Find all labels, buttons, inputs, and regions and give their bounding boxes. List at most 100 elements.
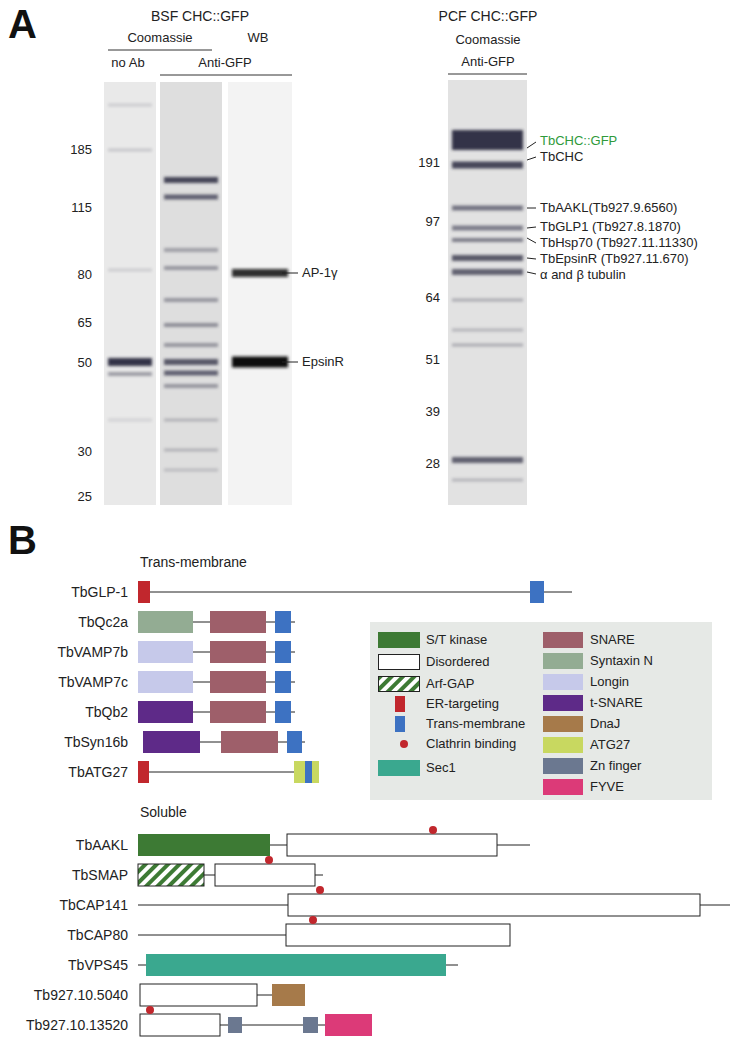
gel-band (108, 372, 152, 376)
mw-marker: 97 (426, 215, 440, 230)
legend-swatch (543, 695, 583, 711)
protein-name: TbATG27 (68, 764, 128, 780)
gel-lane (104, 82, 156, 505)
domain-box (221, 731, 278, 753)
legend-swatch (543, 716, 583, 732)
gel-band (164, 343, 218, 347)
gel-band (452, 255, 523, 261)
gel-band (232, 357, 288, 368)
legend-text: SNARE (590, 633, 635, 648)
domain-architecture (138, 581, 730, 1036)
legend-swatch (395, 696, 405, 712)
gel-band (452, 329, 523, 332)
legend-swatch (543, 737, 583, 753)
mw-marker: 30 (78, 445, 92, 460)
domain-box (140, 984, 257, 1006)
domain-box (287, 834, 497, 856)
mw-marker: 185 (70, 143, 92, 158)
protein-name: TbCAP141 (60, 897, 128, 913)
clathrin-binding-dot (309, 916, 317, 924)
legend-text: t-SNARE (590, 696, 643, 711)
gel-band (108, 149, 152, 152)
domain-box (275, 611, 291, 633)
gel-band (164, 384, 218, 388)
gel-lane (448, 80, 527, 505)
gel-band (452, 457, 523, 463)
legend-text: ATG27 (590, 738, 630, 753)
leader-line (527, 272, 536, 274)
domain-box (210, 641, 266, 663)
protein-name: TbQc2a (78, 614, 128, 630)
gel-band (164, 195, 218, 200)
clathrin-binding-dot (316, 886, 324, 894)
backbone-line (257, 995, 272, 996)
panel-label: A (8, 1, 37, 47)
backbone-line (138, 592, 572, 593)
legend-text: Clathrin binding (426, 737, 516, 752)
legend-swatch (395, 716, 405, 732)
domain-box (288, 894, 700, 916)
domain-box (286, 924, 510, 946)
mw-marker: 50 (78, 356, 92, 371)
domain-box (228, 1017, 242, 1033)
gel-band (232, 269, 288, 277)
legend-swatch (378, 632, 420, 648)
gel-band (108, 104, 152, 107)
gel-lane (228, 82, 292, 505)
gel-band (452, 206, 523, 211)
gel-band (164, 298, 218, 302)
gel-band (452, 162, 523, 169)
legend-text: Longin (590, 675, 629, 690)
band-label: TbCHC::GFP (540, 134, 617, 149)
leader-line (527, 157, 536, 160)
domain-box (305, 761, 312, 783)
domain-box (138, 581, 150, 603)
mw-marker: 25 (78, 490, 92, 505)
legend-text: Zn finger (590, 759, 641, 774)
domain-box (275, 671, 291, 693)
mw-marker: 28 (426, 457, 440, 472)
mw-marker: 80 (78, 268, 92, 283)
protein-name: Tb927.10.13520 (26, 1017, 128, 1033)
legend-swatch-fill (379, 677, 420, 692)
gel-band (164, 419, 218, 422)
domain-box (138, 864, 204, 886)
mw-marker: 39 (426, 405, 440, 420)
gel-band (108, 269, 152, 272)
header-rule (108, 50, 212, 51)
domain-box (138, 761, 149, 783)
leader-line (282, 362, 298, 363)
leader-line (527, 142, 536, 148)
protein-name: TbCAP80 (67, 927, 128, 943)
domain-box (210, 611, 266, 633)
domain-box (215, 864, 315, 886)
leader-line (282, 273, 298, 274)
header-rule (160, 75, 292, 76)
domain-box (303, 1017, 318, 1033)
gel-band (452, 344, 523, 347)
header-rule (448, 74, 527, 75)
protein-name: TbVPS45 (68, 957, 128, 973)
domain-box (146, 954, 446, 976)
gel-band (452, 226, 523, 231)
gel-header: BSF CHC::GFP (151, 8, 249, 24)
legend-text: Sec1 (426, 761, 456, 776)
legend-swatch (378, 760, 420, 776)
lane-label: Anti-GFP (461, 55, 514, 70)
legend-text: Syntaxin N (590, 654, 653, 669)
domain-box (138, 701, 193, 723)
mw-marker: 64 (426, 291, 440, 306)
protein-name: Tb927.10.5040 (34, 987, 128, 1003)
protein-name: TbSyn16b (64, 734, 128, 750)
section-heading: Soluble (140, 804, 187, 820)
gel-band (164, 371, 218, 376)
legend-text: Arf-GAP (426, 677, 474, 692)
leader-line (527, 258, 536, 259)
legend-text: Trans-membrane (426, 717, 525, 732)
legend-panel (370, 622, 712, 800)
gel-band (452, 238, 523, 242)
domain-box (325, 1014, 372, 1036)
gel-band (164, 359, 218, 365)
domain-box (294, 761, 319, 783)
clathrin-binding-dot (146, 1006, 154, 1014)
